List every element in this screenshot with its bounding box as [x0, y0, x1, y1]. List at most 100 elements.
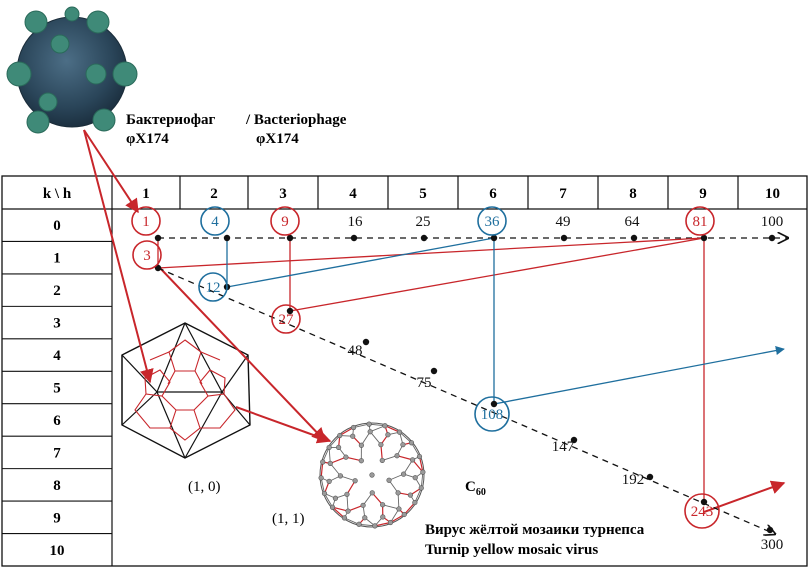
- icosahedron-coord-label: (1, 0): [188, 479, 221, 495]
- c60-atom: [396, 506, 402, 512]
- diag-t-108-ring: [474, 396, 510, 432]
- c60-atom: [378, 442, 384, 448]
- c60-bond: [380, 444, 383, 461]
- diag-t-147-dot: [570, 436, 578, 444]
- row0-t-81-dot: [700, 234, 708, 242]
- c60-atom: [395, 490, 401, 496]
- c60-atom: [407, 492, 413, 498]
- c60-bond: [384, 425, 400, 433]
- c60-bond: [361, 431, 371, 446]
- c60-bond: [420, 472, 424, 489]
- c60-atom: [337, 432, 343, 439]
- row0-t-25-dot: [420, 234, 428, 242]
- k-label-1: 1: [53, 251, 61, 267]
- icosahedron-figure: [121, 322, 251, 459]
- c60-atom: [356, 521, 362, 527]
- c60-bond: [411, 442, 420, 457]
- c60-bond: [344, 517, 360, 525]
- c60-outline: [319, 422, 425, 528]
- c60-atom: [326, 444, 332, 451]
- h-header-8: 8: [629, 186, 637, 202]
- h-header-3: 3: [279, 186, 287, 202]
- diag-t-27-label: 27: [279, 312, 295, 328]
- c60-bond: [346, 480, 356, 495]
- c60-atom: [352, 478, 358, 484]
- c60-bond: [339, 426, 354, 437]
- row0-t-64-dot: [630, 234, 638, 242]
- diag-t-12-ring: [198, 272, 228, 302]
- k-label-8: 8: [53, 478, 61, 494]
- diag-t-243-ring: [684, 493, 720, 529]
- c60-bond: [328, 435, 341, 448]
- c60-bond: [397, 492, 400, 509]
- c60-bond: [382, 504, 400, 510]
- row0-t-81-label: 81: [693, 214, 708, 230]
- c60-bond: [345, 456, 362, 462]
- tymv-caption-ru: Вирус жёлтой мозаики турнепса: [425, 522, 645, 538]
- c60-bond: [403, 502, 416, 515]
- c60-atom: [318, 475, 324, 481]
- c60-atom: [412, 499, 418, 506]
- row0-t-9-ring: [270, 206, 300, 236]
- c60-atom: [358, 442, 364, 448]
- c60-atom: [385, 432, 391, 438]
- k-label-0: 0: [53, 218, 61, 234]
- c60-atom: [420, 469, 426, 475]
- c60-atom: [387, 519, 394, 526]
- c60-atom: [345, 508, 351, 514]
- k-label-7: 7: [53, 445, 61, 461]
- c60-bond: [328, 447, 331, 464]
- c60-bond: [418, 456, 424, 473]
- h-header-4: 4: [349, 186, 357, 202]
- row0-t-64-label: 64: [625, 214, 641, 230]
- row0-t-100-label: 100: [761, 214, 784, 230]
- phage-caption-ru: Бактериофаг: [126, 112, 215, 128]
- c60-bond: [412, 459, 424, 473]
- c60-atom: [400, 471, 407, 477]
- phage-name-en: φX174: [256, 131, 299, 147]
- diag-t-48-dot: [362, 338, 370, 346]
- row0-t-4-dot: [223, 234, 231, 242]
- diag-t-3-label: 3: [143, 248, 151, 264]
- diag-t-300-label: 300: [761, 537, 784, 553]
- c60-atom: [418, 485, 424, 491]
- c60-atom: [350, 424, 357, 431]
- red-link-line: [157, 237, 705, 269]
- c60-atom: [386, 477, 392, 483]
- diag-t-243-label: 243: [691, 504, 714, 520]
- row0-t-25-label: 25: [416, 214, 431, 230]
- bacteriophage-image: [6, 6, 138, 134]
- row0-t-9-label: 9: [281, 214, 289, 230]
- c60-atom: [350, 433, 356, 439]
- c60-atom: [396, 429, 403, 435]
- row0-t-4-label: 4: [211, 214, 219, 230]
- diag-t-48-label: 48: [348, 343, 363, 359]
- c60-bond: [390, 513, 405, 524]
- row0-t-4-ring: [200, 206, 230, 236]
- c60-bond: [399, 431, 412, 444]
- diag-t-108-dot: [490, 400, 498, 408]
- h-header-7: 7: [559, 186, 567, 202]
- c60-atom: [321, 490, 328, 497]
- c60-bond: [390, 508, 400, 523]
- c60-atom: [360, 502, 366, 508]
- k-label-10: 10: [50, 543, 65, 559]
- c60-atom: [329, 504, 336, 510]
- k-label-9: 9: [53, 510, 61, 526]
- table-frame: [1, 175, 808, 567]
- c60-bond: [396, 455, 413, 461]
- h-header-9: 9: [699, 186, 707, 202]
- diag-t-27-dot: [286, 307, 294, 315]
- k-label-5: 5: [53, 381, 61, 397]
- h-header-2: 2: [210, 186, 218, 202]
- c60-atom: [336, 444, 342, 451]
- c60-bond: [414, 487, 422, 503]
- c60-atom: [344, 491, 350, 497]
- c60-coord-label: (1, 1): [272, 511, 305, 527]
- c60-atom: [358, 458, 364, 464]
- diag-t-147-label: 147: [552, 439, 575, 455]
- c60-atom: [332, 495, 339, 501]
- c60-atom: [341, 515, 348, 521]
